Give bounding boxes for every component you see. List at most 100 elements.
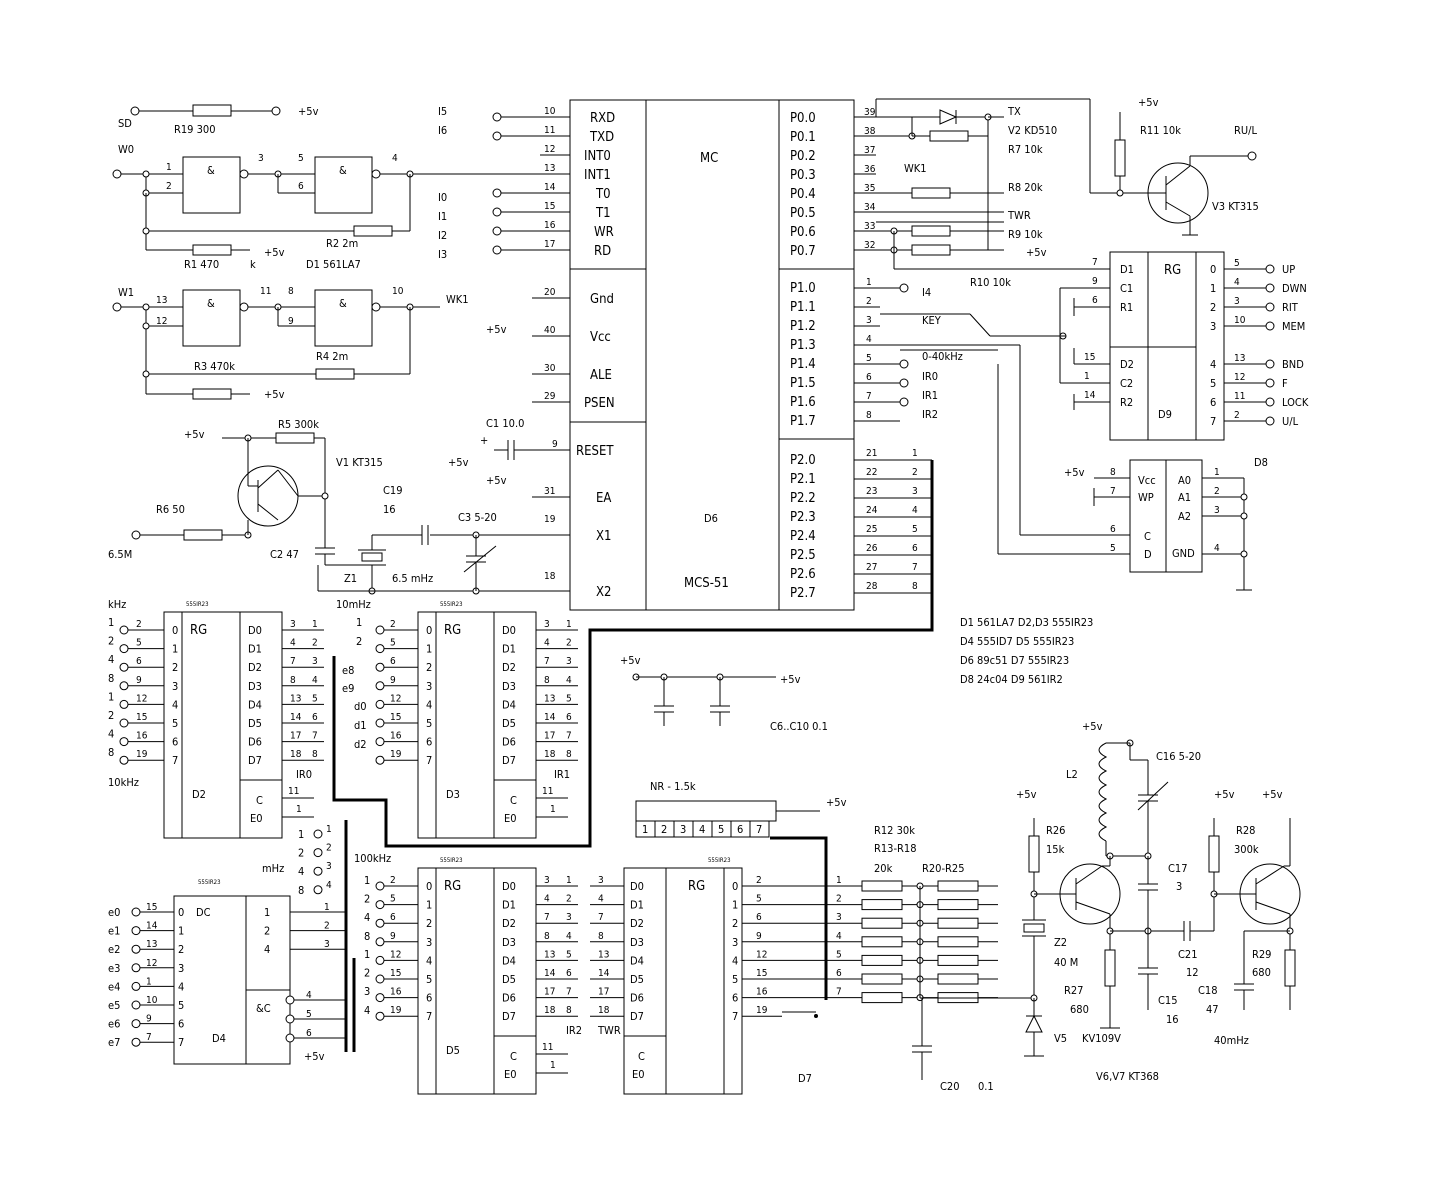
pin-rxd: RXD <box>590 111 615 126</box>
label-v7-5v: +5v <box>1262 788 1283 801</box>
d7-in-7: D7 <box>630 1010 644 1023</box>
d3-rout-7: 8 <box>566 749 572 760</box>
label-c15: C15 <box>1158 994 1178 1007</box>
d4-opin-0: 1 <box>324 902 330 913</box>
d3-in-2: 2 <box>426 661 432 674</box>
d7-pin-in-2: 7 <box>598 912 604 923</box>
d9-rg: RG <box>1164 263 1181 278</box>
d4-out-1: 1 <box>264 906 270 919</box>
d5-out-1: D1 <box>502 899 516 912</box>
d7-eo: E0 <box>632 1068 645 1081</box>
pin-ale: ALE <box>590 368 612 383</box>
d5-pin-0: 2 <box>390 875 396 886</box>
label-c15-val: 16 <box>1166 1013 1179 1026</box>
pin-g3-in2: 12 <box>156 316 167 327</box>
num-gnd: 20 <box>544 287 556 298</box>
d3-pin-1: 5 <box>390 638 396 649</box>
d3-pin-7: 19 <box>390 749 402 760</box>
label-r29: R29 <box>1252 948 1271 961</box>
pin-g1-out: 3 <box>258 153 264 164</box>
label-e1: e1 <box>108 925 120 938</box>
num-p2.6: 27 <box>866 562 877 573</box>
d5-eo: E0 <box>504 1068 517 1081</box>
label-c6-c10: C6..C10 0.1 <box>770 720 828 733</box>
pin-p1.3: P1.3 <box>790 338 816 353</box>
label-ir1: IR1 <box>554 768 570 781</box>
pin-p0.7: P0.7 <box>790 244 816 259</box>
d4-out-2: 2 <box>264 925 270 938</box>
d7-pin-in-3: 8 <box>598 931 604 942</box>
label-r28-val: 300k <box>1234 843 1259 856</box>
label-40mhz: 40mHz <box>1214 1034 1249 1047</box>
d2-rout-7: 8 <box>312 749 318 760</box>
d2-pin-6: 16 <box>136 731 148 742</box>
d7-out-2: 2 <box>732 917 738 930</box>
label-e7: e7 <box>108 1036 120 1049</box>
d7-out-4: 4 <box>732 954 738 967</box>
d7-pin-in-6: 17 <box>598 987 609 998</box>
pin-gnd: Gnd <box>590 292 614 307</box>
pin-g2-out: 4 <box>392 153 398 164</box>
d3-in-0: 0 <box>426 624 432 637</box>
d7-name: D7 <box>798 1072 812 1085</box>
d2-pin-7: 19 <box>136 749 148 760</box>
num-vcc: 40 <box>544 325 556 336</box>
label-khz: kHz <box>108 598 126 611</box>
label-c20-val: 0.1 <box>978 1080 994 1093</box>
num-p1.1: 2 <box>866 296 872 307</box>
pin-g4-in2: 9 <box>288 316 294 327</box>
label-e2: e2 <box>108 943 120 956</box>
label-r27-val: 680 <box>1070 1003 1089 1016</box>
label-nr-5v: +5v <box>826 796 847 809</box>
d3-chip-mark: 555IR23 <box>440 601 463 608</box>
d3-out-7: D7 <box>502 754 516 767</box>
d2-in-0: 0 <box>172 624 178 637</box>
d4-name: D4 <box>212 1032 226 1045</box>
d2-input-lbl-5: 2 <box>108 709 114 722</box>
d2-pout-4: 13 <box>290 693 301 704</box>
nr-cell-4: 4 <box>699 823 705 836</box>
d4-andc: &C <box>256 1002 271 1015</box>
label-rit: RIT <box>1282 301 1299 314</box>
mhz-lbl-1: 2 <box>298 847 304 860</box>
label-r5: R5 300k <box>278 418 319 431</box>
label-f: F <box>1282 377 1288 390</box>
r2r-ladder: R12 30k R13-R18 20k R20-R25 10k 1234567 … <box>782 824 1034 1093</box>
num-p1.3: 4 <box>866 334 872 345</box>
d3-pout-1: 4 <box>544 638 550 649</box>
label-i4: I4 <box>922 286 931 299</box>
nr-cell-3: 3 <box>680 823 686 836</box>
label-r12: R12 30k <box>874 824 915 837</box>
d2-in-4: 4 <box>172 698 178 711</box>
label-r26-5v: +5v <box>1016 788 1037 801</box>
d2-input-lbl-6: 4 <box>108 728 114 741</box>
d2-out-0: D0 <box>248 624 262 637</box>
num-t1: 15 <box>544 201 555 212</box>
d3-out-3: D3 <box>502 680 516 693</box>
d4-in-2: 2 <box>178 943 184 956</box>
d5-in-lbl-2: 4 <box>364 911 370 924</box>
d9-out-6: 6 <box>1210 396 1216 409</box>
d5-pin-2: 6 <box>390 912 396 923</box>
d2-pin11: 11 <box>288 786 299 797</box>
pin-p0.4: P0.4 <box>790 187 816 202</box>
pin-p2.6: P2.6 <box>790 567 816 582</box>
num-p0.4: 35 <box>864 183 875 194</box>
d4-pin-6: 9 <box>146 1014 152 1025</box>
d5-pout-6: 17 <box>544 987 555 998</box>
label-i6: I6 <box>438 124 447 137</box>
d9-out-4: 4 <box>1210 358 1216 371</box>
d9-d1: D1 <box>1120 263 1134 276</box>
d4-opin-2: 3 <box>324 939 330 950</box>
d3-out-5: D5 <box>502 717 516 730</box>
label-e8: e8 <box>342 664 354 677</box>
d5-pout-0: 3 <box>544 875 550 886</box>
label-dwn: DWN <box>1282 282 1307 295</box>
mhz-lbl-2: 4 <box>298 865 304 878</box>
d8-pin1: 1 <box>1214 467 1220 478</box>
d9-out-3: 3 <box>1210 320 1216 333</box>
legend-line-2: D4 555ID7 D5 555IR23 <box>960 635 1074 648</box>
d3-rout-5: 6 <box>566 712 572 723</box>
